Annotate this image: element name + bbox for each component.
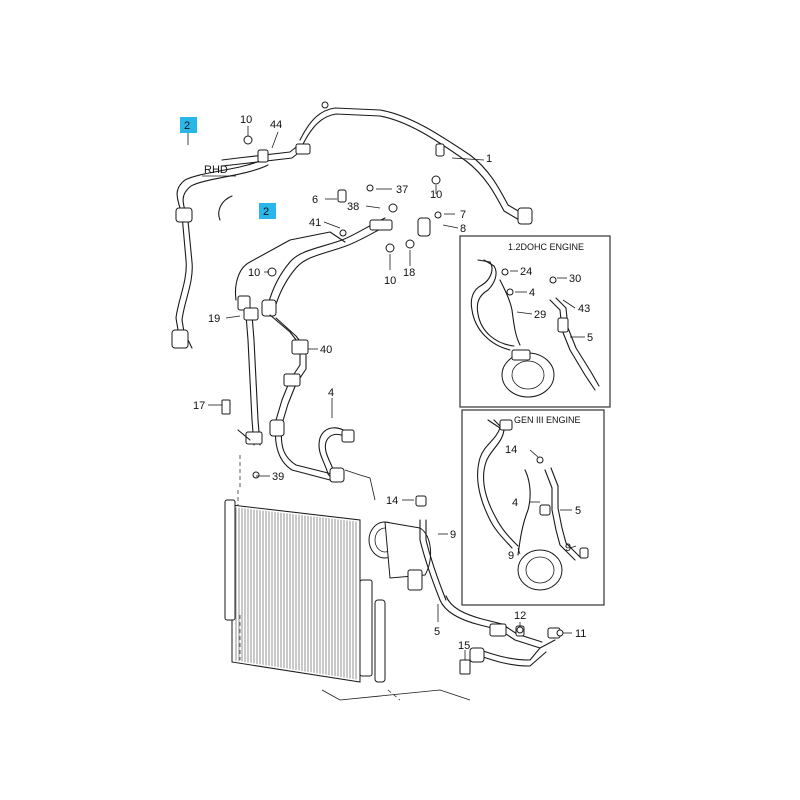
callout-19[interactable]: 19 xyxy=(208,313,220,325)
callout-8[interactable]: 8 xyxy=(460,223,466,235)
rhd-label: RHD xyxy=(204,164,228,176)
pipe-assembly-2-lower xyxy=(234,217,431,317)
callout-9[interactable]: 9 xyxy=(565,542,571,554)
callout-7[interactable]: 7 xyxy=(460,209,466,221)
callout-29[interactable]: 29 xyxy=(534,309,546,321)
callout-11[interactable]: 11 xyxy=(575,628,586,640)
callout-5[interactable]: 5 xyxy=(575,505,581,517)
callout-39[interactable]: 39 xyxy=(272,471,284,483)
callout-14[interactable]: 14 xyxy=(505,444,517,456)
callout-2-lower[interactable]: 2 xyxy=(263,206,269,218)
callout-5[interactable]: 5 xyxy=(434,626,440,638)
callout-40[interactable]: 40 xyxy=(320,344,332,356)
inset-1-2dohc-engine: 1.2DOHC ENGINE xyxy=(459,235,611,408)
callout-5[interactable]: 5 xyxy=(587,332,593,344)
callout-4[interactable]: 4 xyxy=(529,287,535,299)
callout-41[interactable]: 41 xyxy=(309,217,321,229)
callout-2-highlight-box-upper xyxy=(180,117,197,133)
callout-30[interactable]: 30 xyxy=(569,273,581,285)
callout-18[interactable]: 18 xyxy=(403,267,415,279)
callout-4[interactable]: 4 xyxy=(512,497,518,509)
callout-10[interactable]: 10 xyxy=(248,267,260,279)
inset-gen-iii-engine: GEN III ENGINE xyxy=(461,409,605,606)
condenser xyxy=(224,455,471,701)
callout-2-upper[interactable]: 2 xyxy=(184,120,190,132)
callout-24[interactable]: 24 xyxy=(520,266,532,278)
callout-1[interactable]: 1 xyxy=(486,153,492,165)
callout-10[interactable]: 10 xyxy=(240,114,252,126)
pipe-assembly-2-upper xyxy=(171,149,269,349)
inset-title-gen3: GEN III ENGINE xyxy=(514,415,581,425)
callout-9[interactable]: 9 xyxy=(508,550,514,562)
callout-4[interactable]: 4 xyxy=(328,387,334,399)
pipe-assembly-1 xyxy=(221,101,533,225)
leader-lines xyxy=(187,126,585,660)
callout-2-highlight-box-lower xyxy=(259,203,276,219)
callout-38[interactable]: 38 xyxy=(347,201,359,213)
pipe-assembly-40 xyxy=(269,314,333,481)
callout-10[interactable]: 10 xyxy=(384,275,396,287)
hose-assembly-5 xyxy=(439,595,561,667)
callout-10[interactable]: 10 xyxy=(430,189,442,201)
callout-14[interactable]: 14 xyxy=(386,495,398,507)
callout-6[interactable]: 6 xyxy=(312,194,318,206)
hose-assembly-4 xyxy=(318,427,355,483)
inset-title-dohc: 1.2DOHC ENGINE xyxy=(508,242,584,252)
fasteners xyxy=(221,135,564,675)
callout-labels: 2 2 10 44 1 10 6 37 38 41 7 8 10 10 18 1… xyxy=(180,114,593,652)
callout-43[interactable]: 43 xyxy=(578,303,590,315)
callout-15[interactable]: 15 xyxy=(458,640,470,652)
callout-44[interactable]: 44 xyxy=(270,119,282,131)
compressor-main xyxy=(368,519,447,601)
callout-17[interactable]: 17 xyxy=(193,400,205,412)
callout-9[interactable]: 9 xyxy=(450,529,456,541)
callout-12[interactable]: 12 xyxy=(514,610,526,622)
pipe-assembly-39 xyxy=(237,307,263,446)
callout-37[interactable]: 37 xyxy=(396,184,408,196)
